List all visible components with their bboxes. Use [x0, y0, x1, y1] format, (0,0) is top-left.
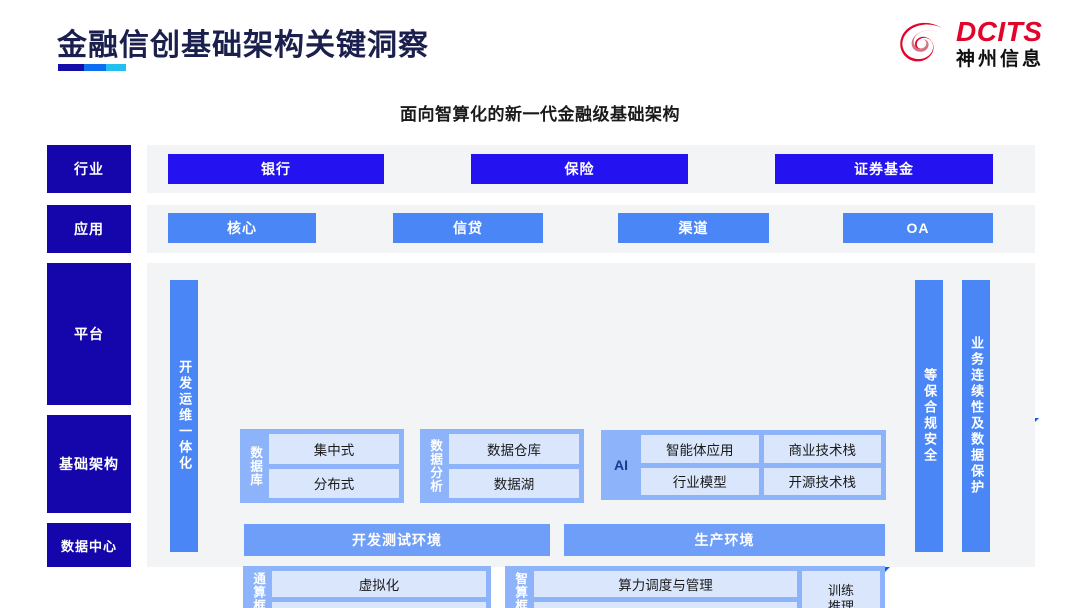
cell-industry-model[interactable]: 行业模型	[641, 467, 759, 495]
layer-label-datacenter: 数据中心	[47, 523, 131, 567]
group-label-general-compute: 通算框架	[251, 572, 266, 608]
vertical-bar-devops[interactable]: 开发运维一体化	[170, 280, 198, 552]
cell-virtualization[interactable]: 虚拟化	[272, 571, 486, 597]
group-general-compute-framework: 通算框架 虚拟化 云	[243, 566, 491, 608]
logo-text-en: DCITS	[955, 16, 1043, 47]
layer-label-industry: 行业	[47, 145, 131, 193]
industry-chip-insurance[interactable]: 保险	[471, 154, 688, 184]
cell-distributed[interactable]: 分布式	[269, 468, 399, 498]
group-database: 数据库 集中式 分布式	[240, 429, 404, 503]
group-label-intelligent-compute: 智算框架	[513, 572, 528, 608]
layer-label-infrastructure: 基础架构	[47, 415, 131, 513]
group-label-ai: AI	[614, 457, 628, 473]
slide-header: 金融信创基础架构关键洞察 DCITS 神州信息	[0, 0, 1080, 88]
architecture-diagram: 行业 应用 平台 基础架构 数据中心 银行 保险 证券基金 核心 信贷 渠道 O…	[0, 140, 1080, 608]
application-chip-core[interactable]: 核心	[168, 213, 316, 243]
page-title: 金融信创基础架构关键洞察	[57, 29, 429, 62]
cell-train-line2: 推理	[827, 599, 854, 608]
cell-commercial-stack[interactable]: 商业技术栈	[763, 435, 881, 463]
title-accent-underline	[58, 64, 126, 71]
env-chip-production[interactable]: 生产环境	[564, 524, 885, 556]
cell-train-inference[interactable]: 训练 推理	[802, 571, 880, 608]
page-subtitle: 面向智算化的新一代金融级基础架构	[400, 105, 680, 124]
group-label-data-analysis: 数据分析	[428, 439, 443, 493]
cell-compute-scheduling[interactable]: 算力调度与管理	[534, 571, 797, 597]
cell-opensource-stack[interactable]: 开源技术栈	[763, 467, 881, 495]
cell-cloud[interactable]: 云	[272, 601, 486, 608]
application-chip-credit[interactable]: 信贷	[393, 213, 543, 243]
industry-chip-securities-fund[interactable]: 证券基金	[775, 154, 993, 184]
cell-data-processing[interactable]: 数据处理与管理	[534, 601, 797, 608]
swirl-logo-icon	[898, 19, 948, 69]
industry-chip-bank[interactable]: 银行	[168, 154, 384, 184]
vertical-bar-business-continuity[interactable]: 业务连续性及数据保护	[962, 280, 990, 552]
cell-centralized[interactable]: 集中式	[269, 434, 399, 464]
platform-infrastructure-panel	[147, 263, 1035, 567]
group-data-analysis: 数据分析 数据仓库 数据湖	[420, 429, 584, 503]
brand-logo: DCITS 神州信息	[898, 18, 1044, 69]
group-intelligent-compute-framework: 智算框架 算力调度与管理 数据处理与管理 训练 推理	[505, 566, 885, 608]
group-label-database: 数据库	[248, 445, 263, 487]
cell-data-warehouse[interactable]: 数据仓库	[449, 434, 579, 464]
application-chip-oa[interactable]: OA	[843, 213, 993, 243]
layer-label-platform: 平台	[47, 263, 131, 405]
application-chip-channel[interactable]: 渠道	[618, 213, 769, 243]
cell-agent-application[interactable]: 智能体应用	[641, 435, 759, 463]
layer-label-application: 应用	[47, 205, 131, 253]
group-ai: AI 智能体应用 商业技术栈 行业模型 开源技术栈	[601, 430, 886, 500]
cell-train-line1: 训练	[827, 582, 854, 598]
vertical-bar-compliance[interactable]: 等保合规安全	[915, 280, 943, 552]
env-chip-dev-test[interactable]: 开发测试环境	[244, 524, 550, 556]
cell-data-lake[interactable]: 数据湖	[449, 468, 579, 498]
logo-text-cn: 神州信息	[955, 49, 1044, 70]
